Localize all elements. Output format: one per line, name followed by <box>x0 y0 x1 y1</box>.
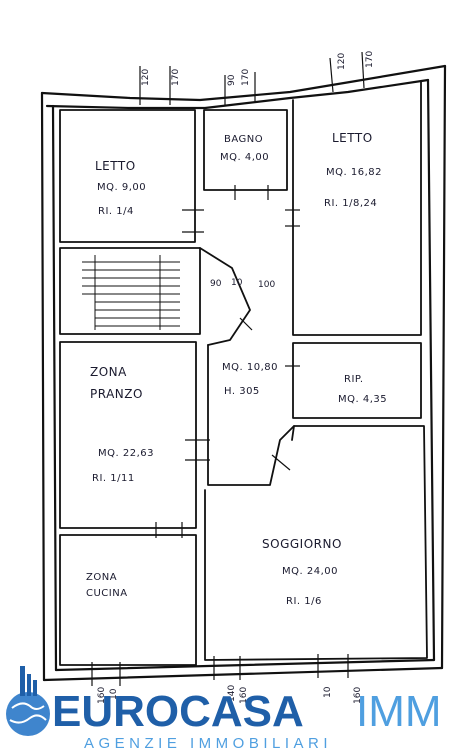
letto-right-area: MQ. 16,82 <box>326 167 382 178</box>
dim-corridor-b: 10 <box>231 278 243 288</box>
door-marks <box>91 51 365 686</box>
eurocasa-logo: EUROCASA IMM AGENZIE IMMOBILIARI <box>6 666 442 752</box>
disimpegno-area: MQ. 10,80 <box>222 362 278 373</box>
dim-top-mid-a: 90 <box>227 74 237 86</box>
letto-left-area: MQ. 9,00 <box>97 182 146 193</box>
brand-tagline: AGENZIE IMMOBILIARI <box>84 735 332 752</box>
zona-cucina-line1: ZONA <box>86 572 117 583</box>
letto-left-ratio: RI. 1/4 <box>98 206 134 217</box>
bagno-name: BAGNO <box>224 134 263 145</box>
rip-area: MQ. 4,35 <box>338 394 387 405</box>
dim-bottom-right-b: 160 <box>353 687 363 704</box>
brand-suffix: IMM <box>356 687 442 736</box>
letto-left-name: LETTO <box>95 159 136 173</box>
outer-walls <box>40 64 447 682</box>
zona-cucina-line2: CUCINA <box>86 588 128 599</box>
brand-name: EUROCASA <box>52 687 304 736</box>
staircase <box>82 255 180 330</box>
zona-pranzo-ratio: RI. 1/11 <box>92 473 135 484</box>
dim-top-left-a: 120 <box>141 69 151 86</box>
dim-bottom-left-a: 160 <box>97 687 107 704</box>
dim-top-mid-b: 170 <box>241 69 251 86</box>
dim-bottom-mid-b: 160 <box>239 687 249 704</box>
dim-top-right-b: 170 <box>365 51 375 68</box>
interior-walls <box>59 81 428 666</box>
bagno-area: MQ. 4,00 <box>220 152 269 163</box>
dim-corridor-c: 100 <box>258 280 275 290</box>
dim-top-right-a: 120 <box>337 53 347 70</box>
dim-corridor-a: 90 <box>210 279 222 289</box>
soggiorno-area: MQ. 24,00 <box>282 566 338 577</box>
dim-top-left-b: 170 <box>171 69 181 86</box>
globe-icon <box>6 666 50 736</box>
disimpegno-height: H. 305 <box>224 386 260 397</box>
soggiorno-name: SOGGIORNO <box>262 537 342 551</box>
dim-bottom-left-b: 10 <box>109 688 119 700</box>
letto-right-ratio: RI. 1/8,24 <box>324 198 377 209</box>
soggiorno-ratio: RI. 1/6 <box>286 596 322 607</box>
dim-bottom-right-a: 10 <box>323 686 333 698</box>
zona-pranzo-line2: PRANZO <box>90 387 143 401</box>
zona-pranzo-line1: ZONA <box>90 365 127 379</box>
letto-right-name: LETTO <box>332 131 373 145</box>
zona-pranzo-area: MQ. 22,63 <box>98 448 154 459</box>
rip-name: RIP. <box>344 374 364 385</box>
dim-bottom-mid-a: 140 <box>227 685 237 702</box>
